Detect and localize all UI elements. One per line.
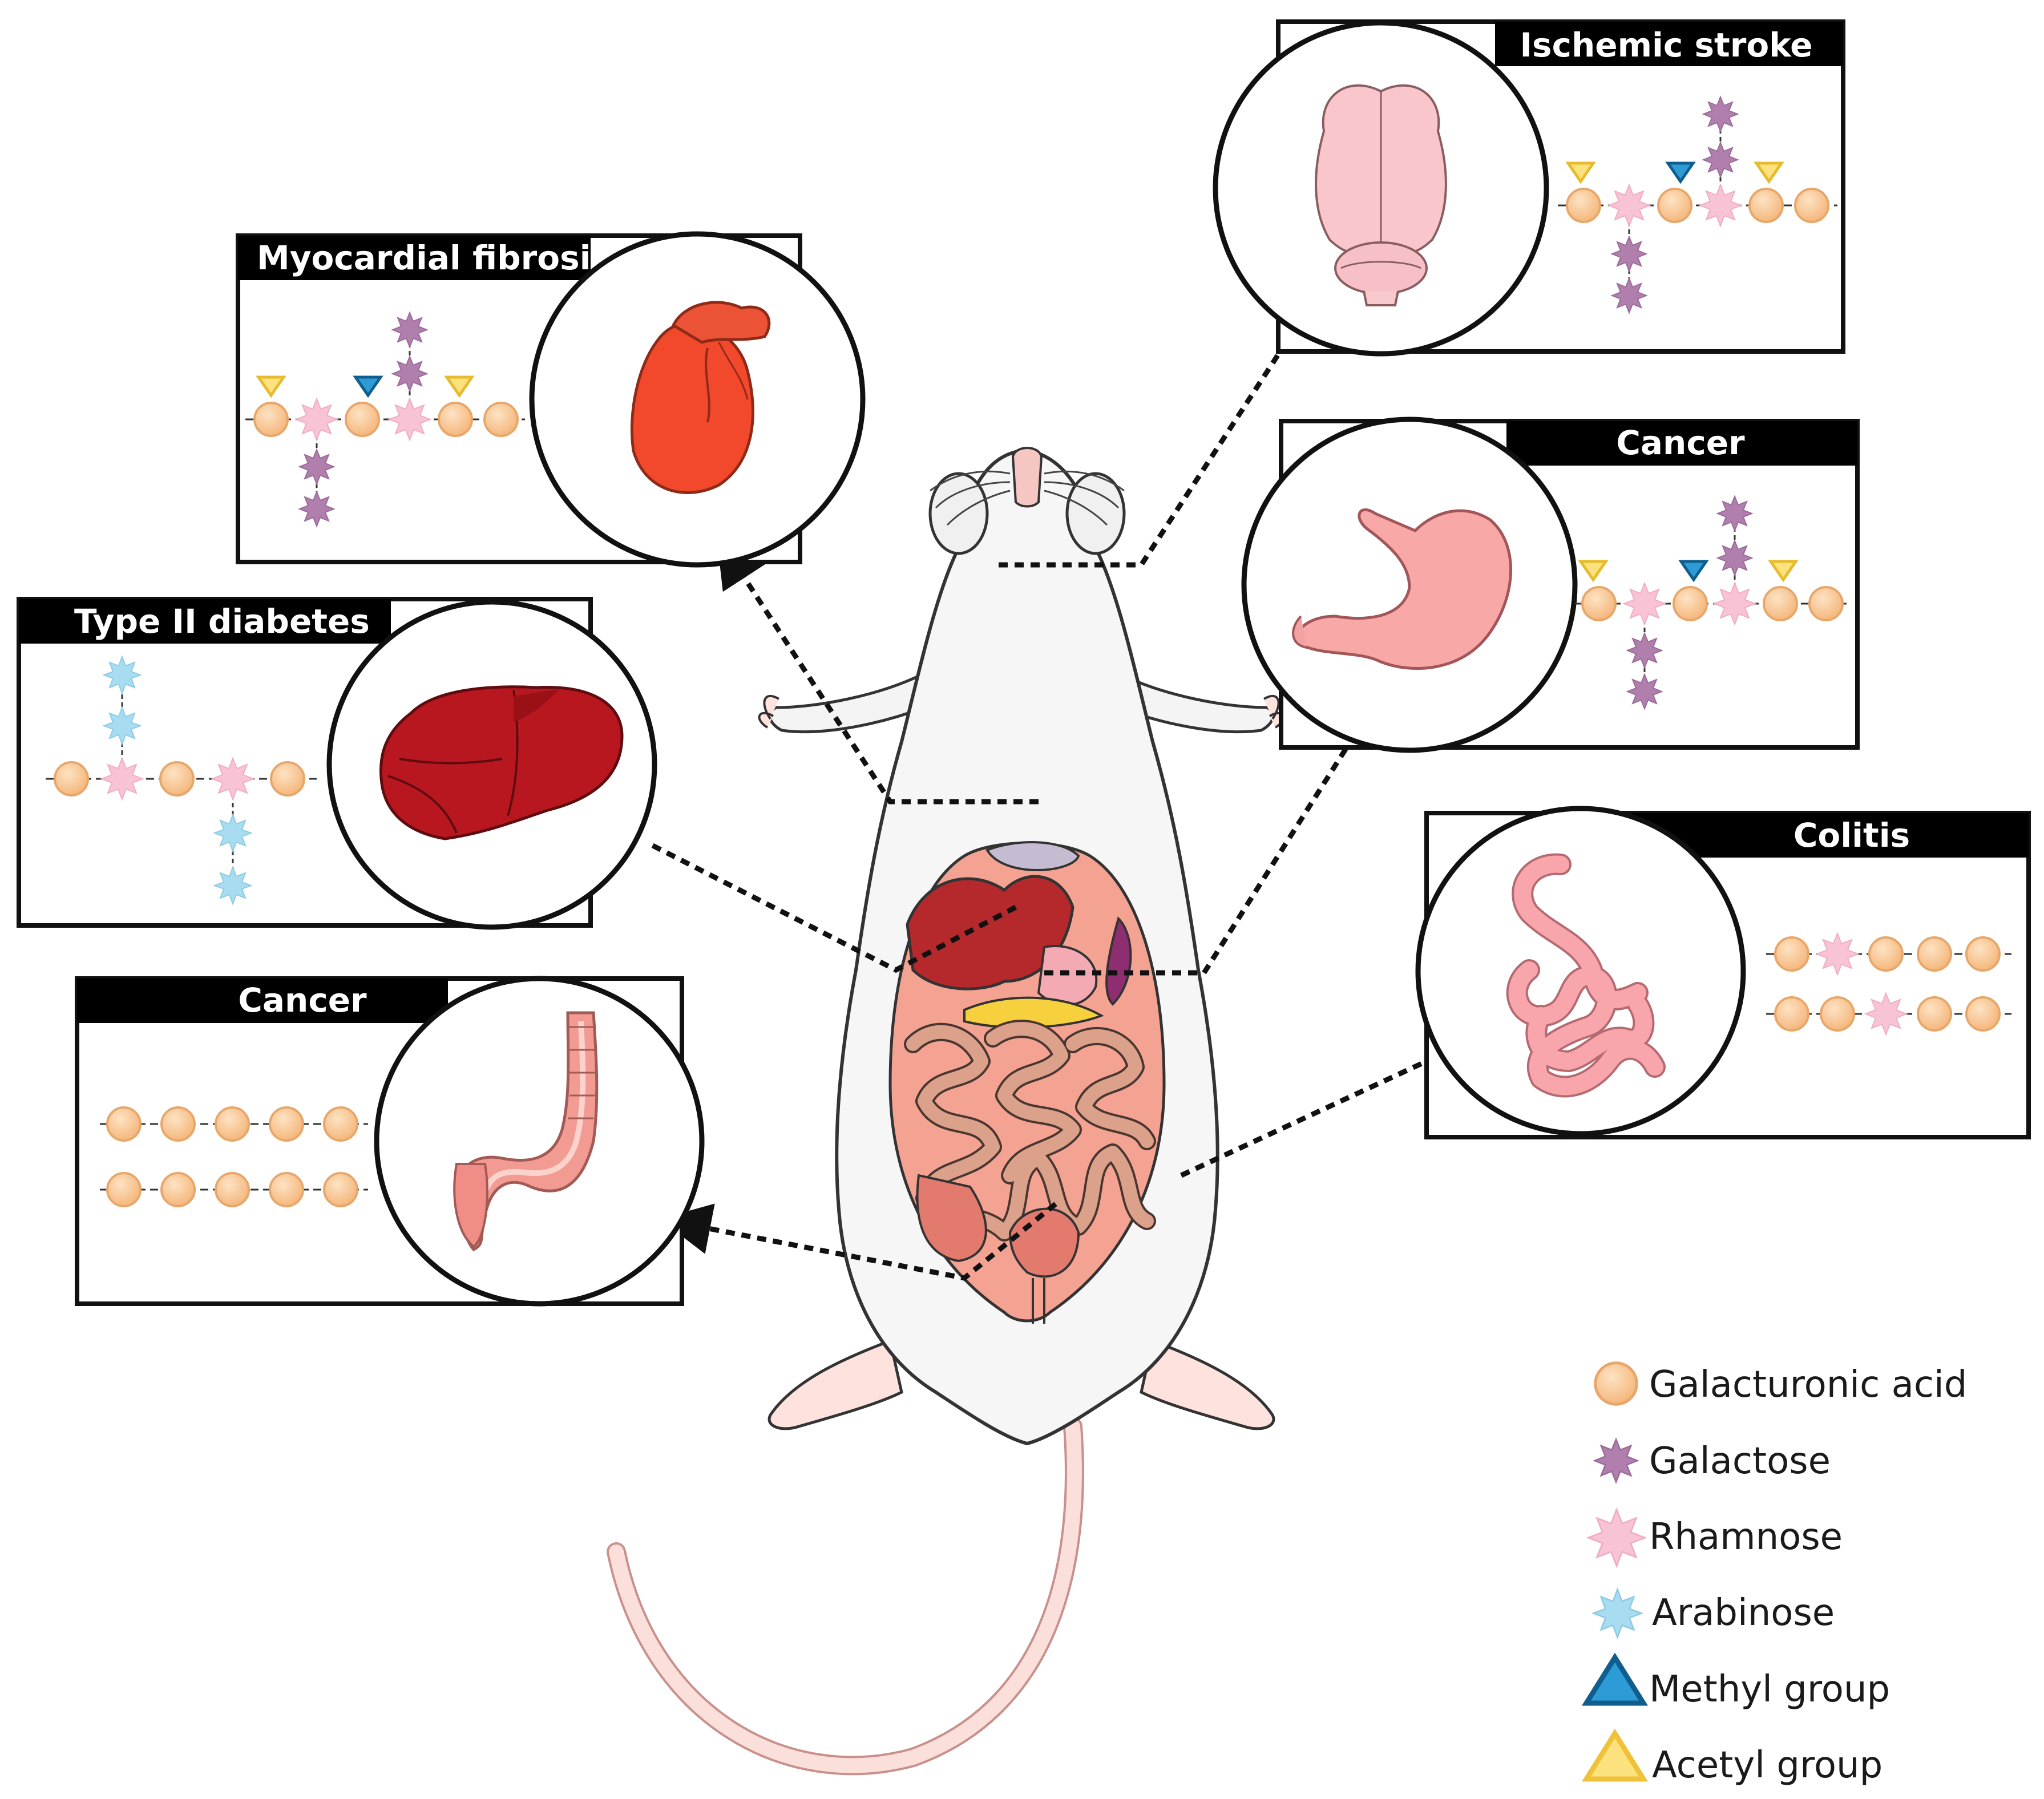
panel-title-bar: [238, 236, 591, 280]
legend-label: Acetyl group: [1652, 1744, 1883, 1786]
circle-icon: [1595, 1363, 1637, 1405]
panel-ischemic-stroke: Ischemic stroke: [1213, 19, 1845, 357]
legend-label: Galacturonic acid: [1649, 1364, 1967, 1406]
panel-title-bar: [19, 599, 391, 644]
star-icon: [1593, 1588, 1642, 1638]
star-icon: [1594, 1438, 1638, 1483]
panel-title: Colitis: [1793, 816, 1910, 855]
legend-label: Rhamnose: [1649, 1516, 1843, 1558]
small-intestine-icon: [1506, 853, 1666, 1098]
colon-icon: [453, 1011, 599, 1252]
panel-colitis: Colitis: [1415, 806, 2031, 1139]
pectin-structure-myocardial-fibrosis: [245, 312, 525, 527]
rat-hind-foot-left: [767, 1339, 903, 1430]
legend-item-galacturonic-acid: Galacturonic acid: [1595, 1363, 1967, 1406]
pectin-structure-cancer-colon: [100, 1106, 368, 1207]
organ-magnifier: [374, 976, 705, 1307]
liver-icon: [379, 685, 624, 840]
rat-tail: [607, 1417, 1084, 1776]
legend-item-galactose: Galactose: [1594, 1438, 1831, 1483]
rat-ear-right: [1065, 472, 1126, 555]
legend-label: Arabinose: [1652, 1592, 1835, 1634]
rat-liver: [906, 875, 1074, 991]
connector-lines: [649, 318, 1428, 1281]
panel-title: Type II diabetes: [74, 602, 370, 641]
triangle-icon: [1581, 1728, 1649, 1782]
legend-label: Methyl group: [1649, 1668, 1890, 1711]
legend: Galacturonic acid Galactose Rhamnose Ara…: [1581, 1363, 1967, 1786]
panel-title-bar: [1632, 813, 2029, 858]
panel-title: Ischemic stroke: [1520, 26, 1812, 64]
legend-item-methyl-group: Methyl group: [1581, 1652, 1890, 1711]
panel-title-bar: [1495, 22, 1843, 66]
triangle-icon: [1581, 1652, 1649, 1706]
panel-title: Cancer: [238, 981, 367, 1020]
stomach-icon: [1292, 508, 1512, 670]
panel-cancer-stomach: Cancer: [1241, 417, 1860, 753]
heart-icon: [630, 301, 771, 494]
pectin-structure-colitis: [1766, 933, 2011, 1035]
panel-title: Cancer: [1616, 423, 1745, 462]
legend-item-arabinose: Arabinose: [1593, 1588, 1835, 1638]
pectin-structure-type-ii-diabetes: [46, 656, 317, 904]
legend-item-acetyl-group: Acetyl group: [1581, 1728, 1883, 1786]
rat-ear-left: [928, 472, 989, 555]
panel-title: Myocardial fibrosis: [257, 238, 611, 277]
rat-illustration: [607, 447, 1285, 1776]
pectin-structure-ischemic-stroke: [1558, 96, 1837, 313]
rat-whiskers: [930, 470, 1125, 526]
legend-label: Galactose: [1649, 1440, 1831, 1482]
pectin-structure-cancer-stomach: [1575, 496, 1849, 709]
brain-icon: [1315, 84, 1447, 306]
star-icon: [1587, 1509, 1646, 1567]
rat-hind-foot-right: [1140, 1339, 1275, 1430]
panel-type-ii-diabetes: Type II diabetes: [17, 597, 657, 930]
panel-myocardial-fibrosis: Myocardial fibrosis: [236, 231, 866, 568]
panel-cancer-colon: Cancer: [75, 976, 705, 1307]
rat-forelimb-left: [768, 670, 926, 734]
legend-item-rhamnose: Rhamnose: [1587, 1509, 1843, 1567]
panel-title-bar: [1506, 421, 1857, 466]
panel-title-bar: [77, 979, 448, 1023]
